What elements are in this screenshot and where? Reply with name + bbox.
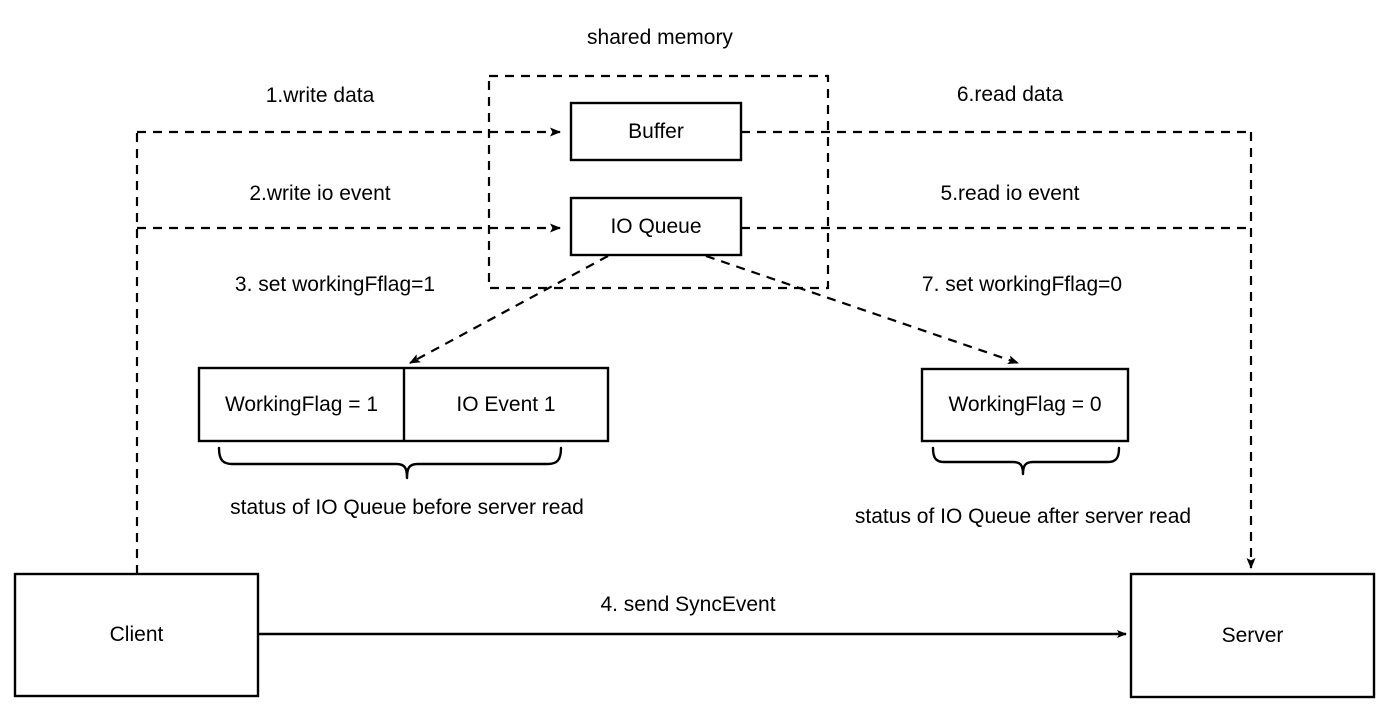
after-state-box — [920, 367, 1130, 443]
client-box — [13, 572, 260, 698]
step-3-label: 3. set workingFflag=1 — [234, 272, 436, 296]
buffer-box — [569, 101, 743, 162]
step-7-label: 7. set workingFflag=0 — [921, 272, 1123, 296]
io-queue-to-after-state-path — [705, 254, 1019, 365]
step-2-label: 2.write io event — [249, 181, 391, 205]
before-state-brace — [217, 446, 563, 480]
shared-memory-title: shared memory — [587, 25, 733, 49]
step-4-label: 4. send SyncEvent — [600, 592, 776, 616]
server-box — [1129, 572, 1376, 699]
io-queue-to-before-state-path — [409, 255, 609, 364]
after-state-brace — [931, 446, 1121, 476]
after-state-caption: status of IO Queue after server read — [854, 504, 1192, 528]
io-queue-box — [569, 196, 743, 257]
step-5-label: 5.read io event — [940, 181, 1080, 205]
before-state-caption: status of IO Queue before server read — [230, 495, 584, 519]
shared-memory-region — [487, 74, 830, 290]
step-6-label: 6.read data — [956, 82, 1064, 106]
step-1-label: 1.write data — [265, 83, 375, 107]
